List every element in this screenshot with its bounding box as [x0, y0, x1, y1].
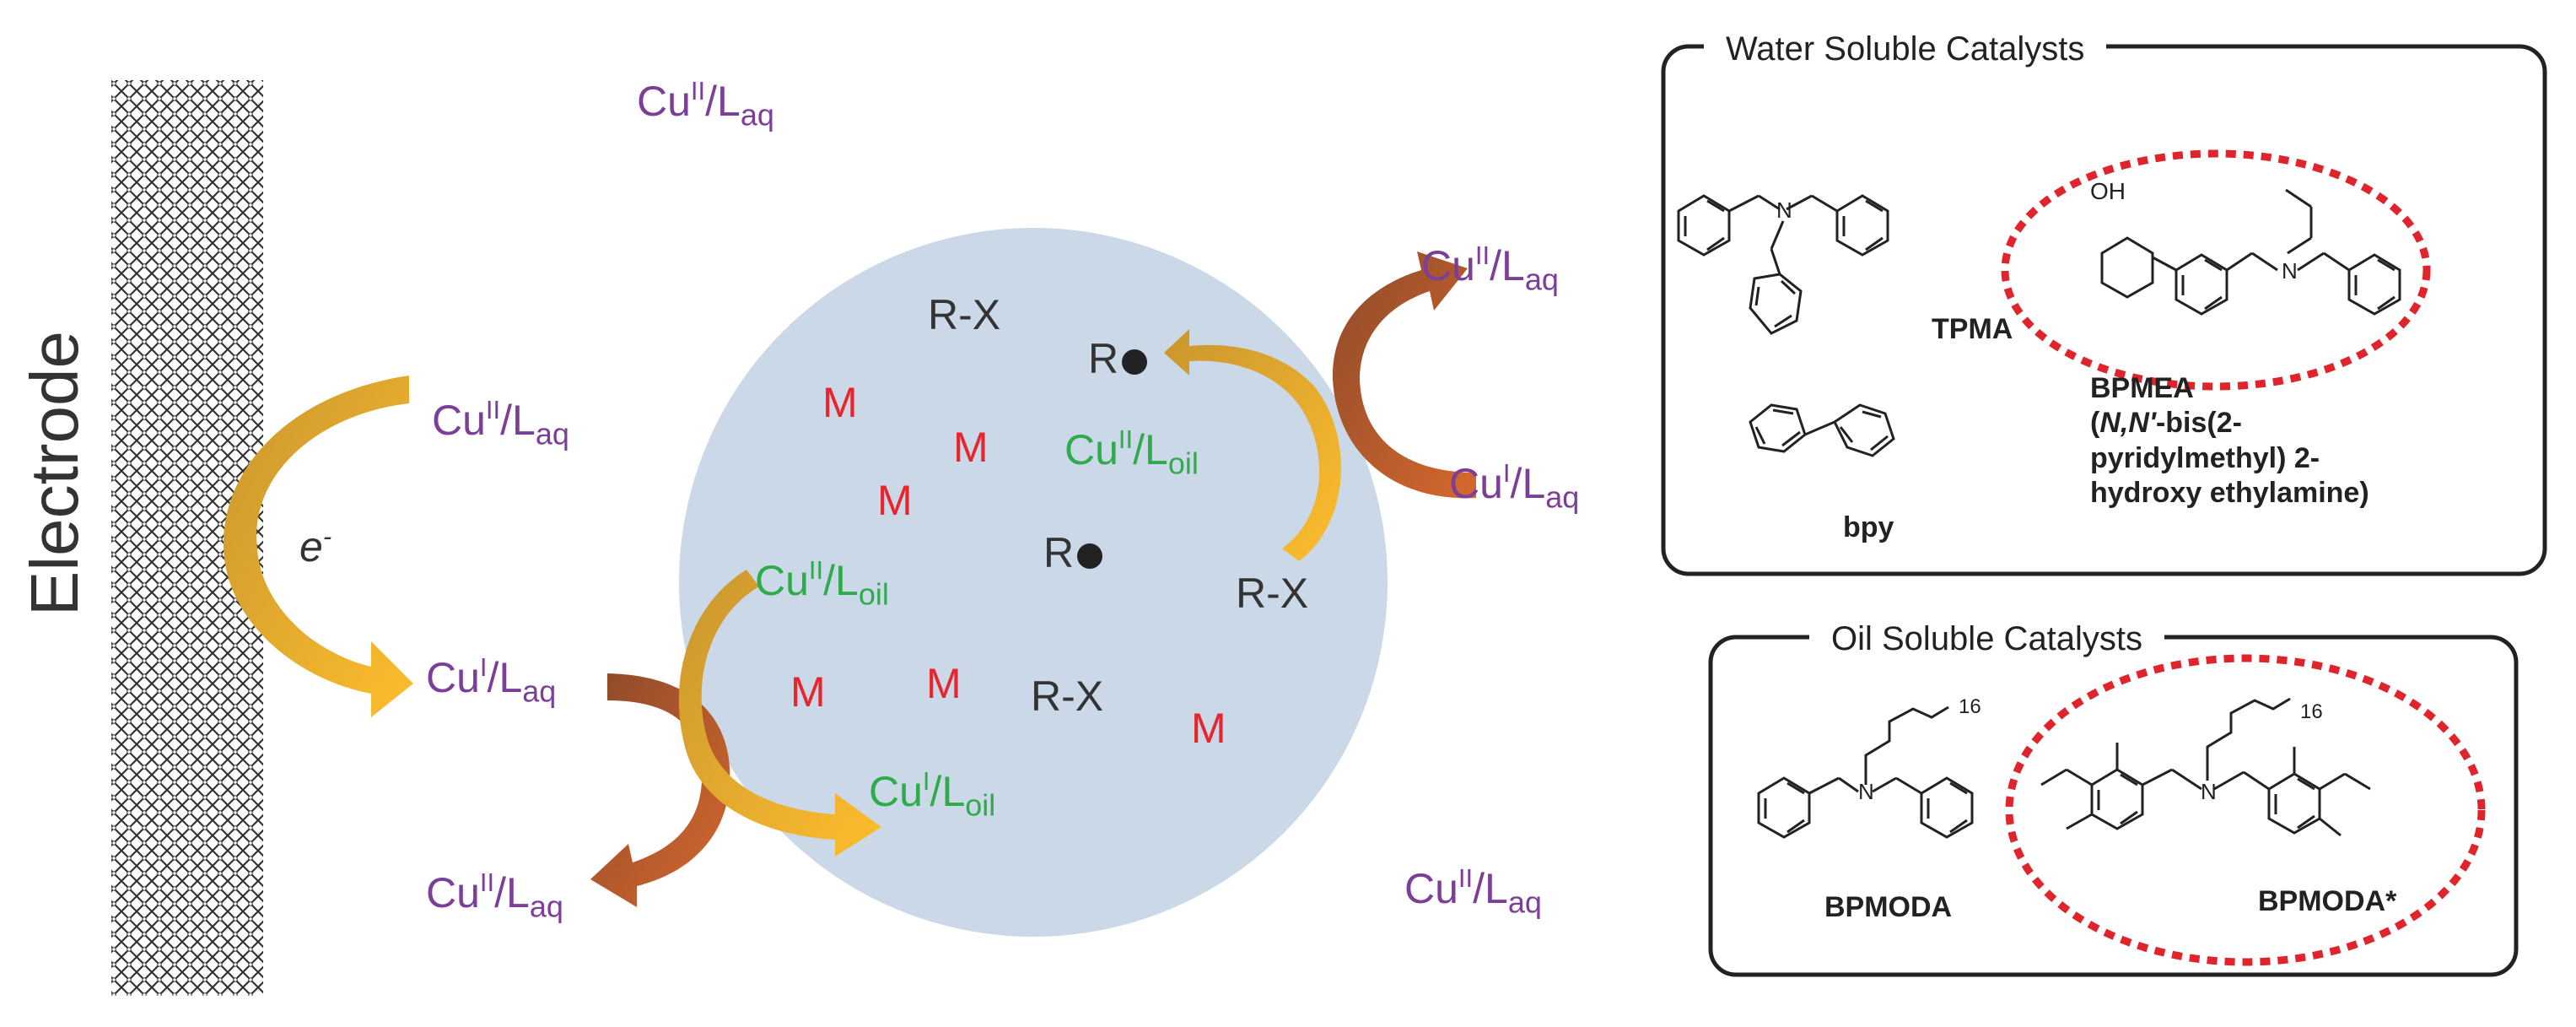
bpmea-label: BPMEA (N,N'-bis(2- pyridylmethyl) 2- hyd… [2090, 372, 2369, 510]
deactivation-arrow-oil [678, 570, 881, 857]
cu1-oil: CuI/Loil [869, 766, 996, 823]
cu2-oil-left: CuII/Loil [755, 555, 889, 612]
bpmoda-star-structure [2040, 697, 2371, 837]
chain-count-1: 16 [1959, 695, 1981, 718]
reduction-arrow [223, 376, 413, 717]
water-catalysts-title: Water Soluble Catalysts [1704, 32, 2107, 66]
cu2-aq-left: CuII/Laq [432, 395, 569, 451]
cu1-aq-right: CuI/Laq [1449, 458, 1580, 515]
monomer: M [877, 477, 913, 524]
electrode-label: Electrode [17, 331, 92, 616]
radical-formation-arrow [1164, 329, 1341, 561]
bpmea-highlight-ring [2001, 149, 2431, 391]
bpmea-n-label: N [2282, 258, 2298, 284]
cu2-aq-bottom-left: CuII/Laq [426, 868, 563, 924]
activation-arrow-right [1332, 251, 1476, 499]
bpmoda-star-highlight-ring [2005, 654, 2486, 966]
hydroxyl-label: OH [2090, 178, 2126, 204]
chain-count-2: 16 [2300, 700, 2323, 723]
cu2-oil-center: CuII/Loil [1064, 424, 1199, 481]
initiator-top: R-X [928, 291, 1001, 338]
oil-droplet [679, 228, 1388, 937]
tpma-label: TPMA [1932, 313, 2013, 345]
cu1-aq-left: CuI/Laq [426, 652, 557, 709]
bpmea-structure [2100, 188, 2401, 316]
oil-catalysts-title: Oil Soluble Catalysts [1809, 622, 2165, 656]
initiator-right: R-X [1236, 570, 1309, 617]
tpma-structure [1677, 194, 1889, 335]
tpma-n-label: N [1776, 197, 1792, 223]
bpmoda-star-n-label: N [2201, 779, 2217, 804]
cu2-aq-top: CuII/Laq [637, 76, 774, 132]
radical-dot [1077, 543, 1103, 569]
bpy-label: bpy [1843, 511, 1894, 543]
bpmoda-n-label: N [1858, 779, 1874, 804]
bpmoda-label: BPMODA [1824, 891, 1953, 923]
radical-top: R [1088, 338, 1148, 380]
monomer: M [822, 379, 858, 426]
bpy-structure [1749, 403, 1895, 457]
initiator-bottom: R-X [1031, 673, 1104, 720]
bpmoda-structure [1757, 705, 1974, 839]
monomer: M [1191, 705, 1226, 752]
electron-label: e- [299, 522, 332, 571]
monomer: M [953, 424, 989, 471]
bpmoda-star-label: BPMODA* [2258, 885, 2397, 917]
monomer: M [926, 660, 962, 707]
monomer: M [790, 668, 826, 716]
radical-center: R [1043, 532, 1103, 574]
cu2-aq-bottom-right: CuII/Laq [1404, 863, 1542, 920]
radical-dot [1122, 349, 1148, 375]
cu2-aq-right-top: CuII/Laq [1421, 241, 1559, 297]
